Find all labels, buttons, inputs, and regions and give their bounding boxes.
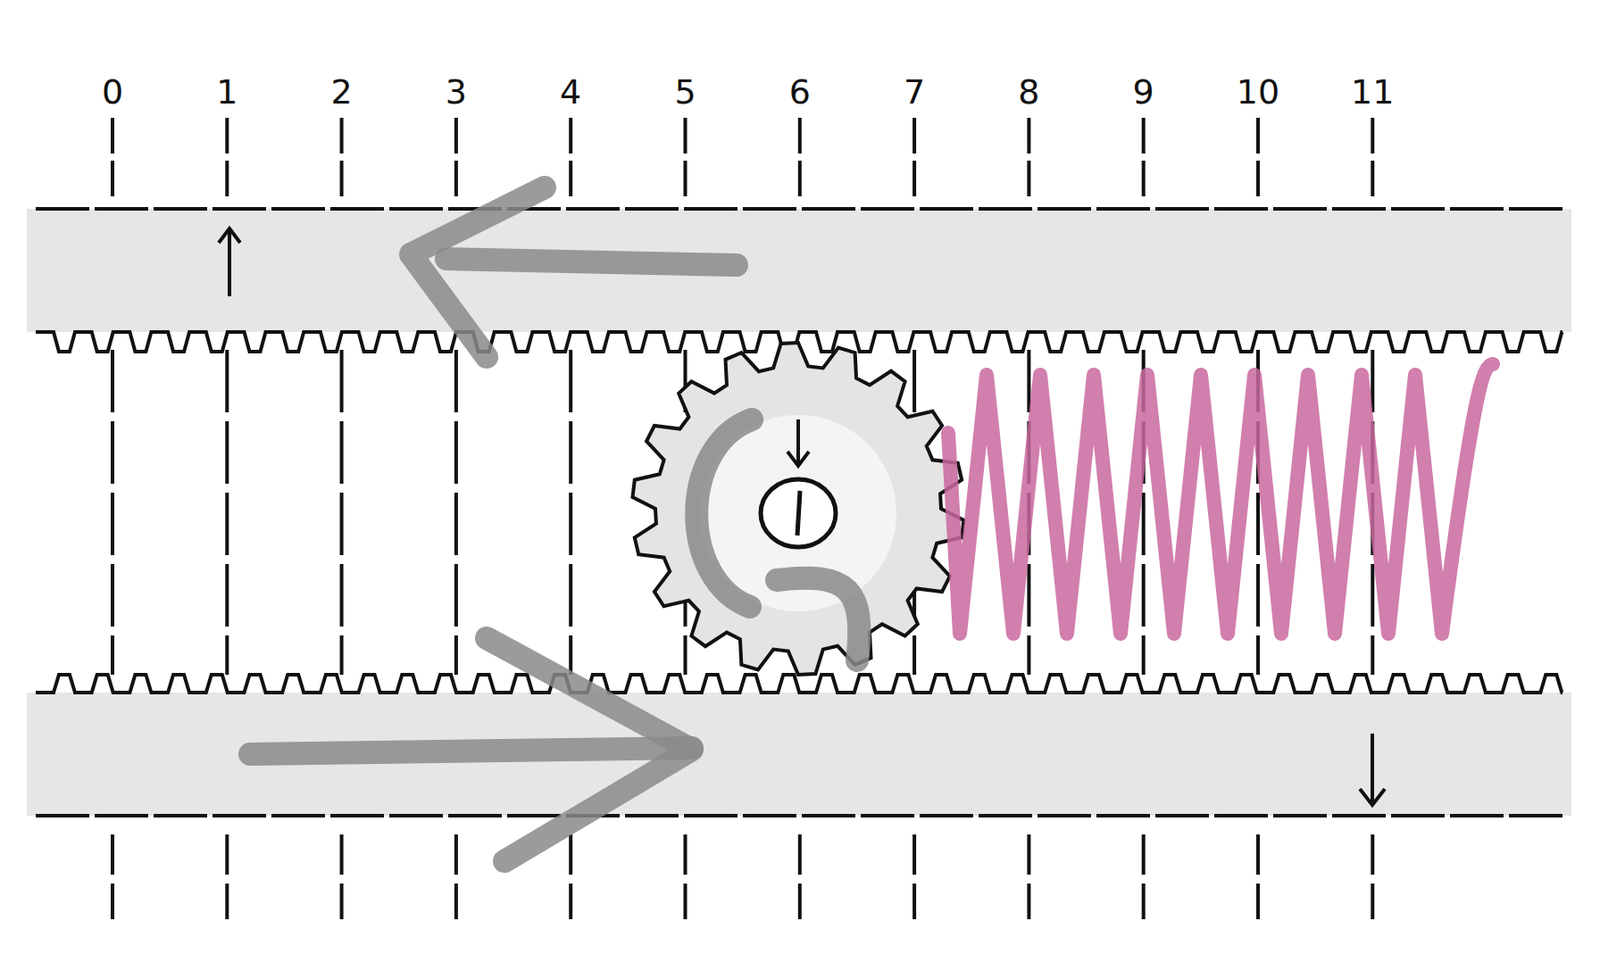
scale-tick	[683, 834, 688, 920]
scale-tick	[110, 350, 115, 675]
top-marker-head	[218, 228, 241, 243]
scale-number: 2	[331, 75, 353, 109]
scale-tick	[912, 117, 917, 199]
scale-tick	[454, 117, 459, 199]
rack-edge	[35, 814, 1563, 818]
scale-tick	[798, 117, 802, 199]
scale-number: 7	[903, 75, 925, 109]
scale-number: 5	[674, 75, 696, 109]
scale-number: 8	[1017, 75, 1040, 109]
bottom-rack-band	[26, 692, 1572, 817]
scale-tick	[454, 350, 459, 675]
rack-bands	[26, 208, 1572, 817]
hub-mark	[797, 491, 800, 536]
pointer-arrow-head	[787, 451, 809, 467]
bottom-marker	[1370, 733, 1375, 804]
scale-tick	[225, 834, 229, 920]
scale-number: 3	[445, 75, 467, 109]
scale-tick	[454, 834, 459, 920]
scale-number: 4	[559, 75, 582, 109]
scale-tick	[110, 117, 115, 199]
rack-teeth	[35, 332, 1563, 693]
scale-tick	[1141, 117, 1146, 199]
scale-number: 10	[1236, 75, 1280, 109]
scale-tick	[1370, 117, 1375, 199]
bottom-marker-head	[1359, 789, 1385, 806]
scale-number: 1	[216, 75, 238, 109]
scale-number: 0	[101, 75, 124, 109]
scale-tick	[798, 834, 802, 920]
scale-tick	[340, 350, 344, 675]
scale-tick	[1370, 834, 1375, 920]
scale-tick	[1026, 117, 1031, 199]
top-rack-band	[26, 208, 1572, 333]
rotation-arc	[696, 419, 752, 608]
scale-tick	[1256, 834, 1260, 920]
scale-tick	[568, 834, 573, 920]
scale-tick	[1026, 834, 1031, 920]
scale-tick	[340, 117, 344, 199]
scale-tick	[225, 350, 229, 675]
hub-circle	[760, 479, 836, 548]
scale-tick	[568, 350, 573, 675]
rotation-arrow	[696, 419, 859, 661]
scale-tick	[110, 834, 115, 920]
scale-number: 6	[789, 75, 811, 109]
pointer-arrow	[796, 419, 800, 465]
top-arrow-shaft	[446, 258, 737, 266]
bottom-rack-teeth	[35, 675, 1563, 693]
scale-tick	[683, 117, 688, 199]
rack-edge	[35, 207, 1563, 211]
scale-tick	[1256, 117, 1260, 199]
gear-hub	[760, 419, 836, 548]
scale-number: 11	[1350, 75, 1394, 109]
rotation-tail	[776, 578, 859, 661]
scale-tick	[912, 834, 917, 920]
top-marker	[227, 230, 232, 297]
scale-tick	[340, 834, 344, 920]
top-arrow-head	[410, 187, 545, 358]
scale-tick	[225, 117, 229, 199]
scale-tick	[1141, 834, 1146, 920]
scale-number: 9	[1133, 75, 1155, 109]
bottom-arrow-shaft	[250, 748, 692, 755]
scale-tick	[568, 117, 573, 199]
bottom-arrow-head	[486, 638, 692, 862]
spring	[948, 364, 1493, 634]
gear-outline	[633, 342, 965, 675]
pinion-gear	[633, 342, 965, 675]
